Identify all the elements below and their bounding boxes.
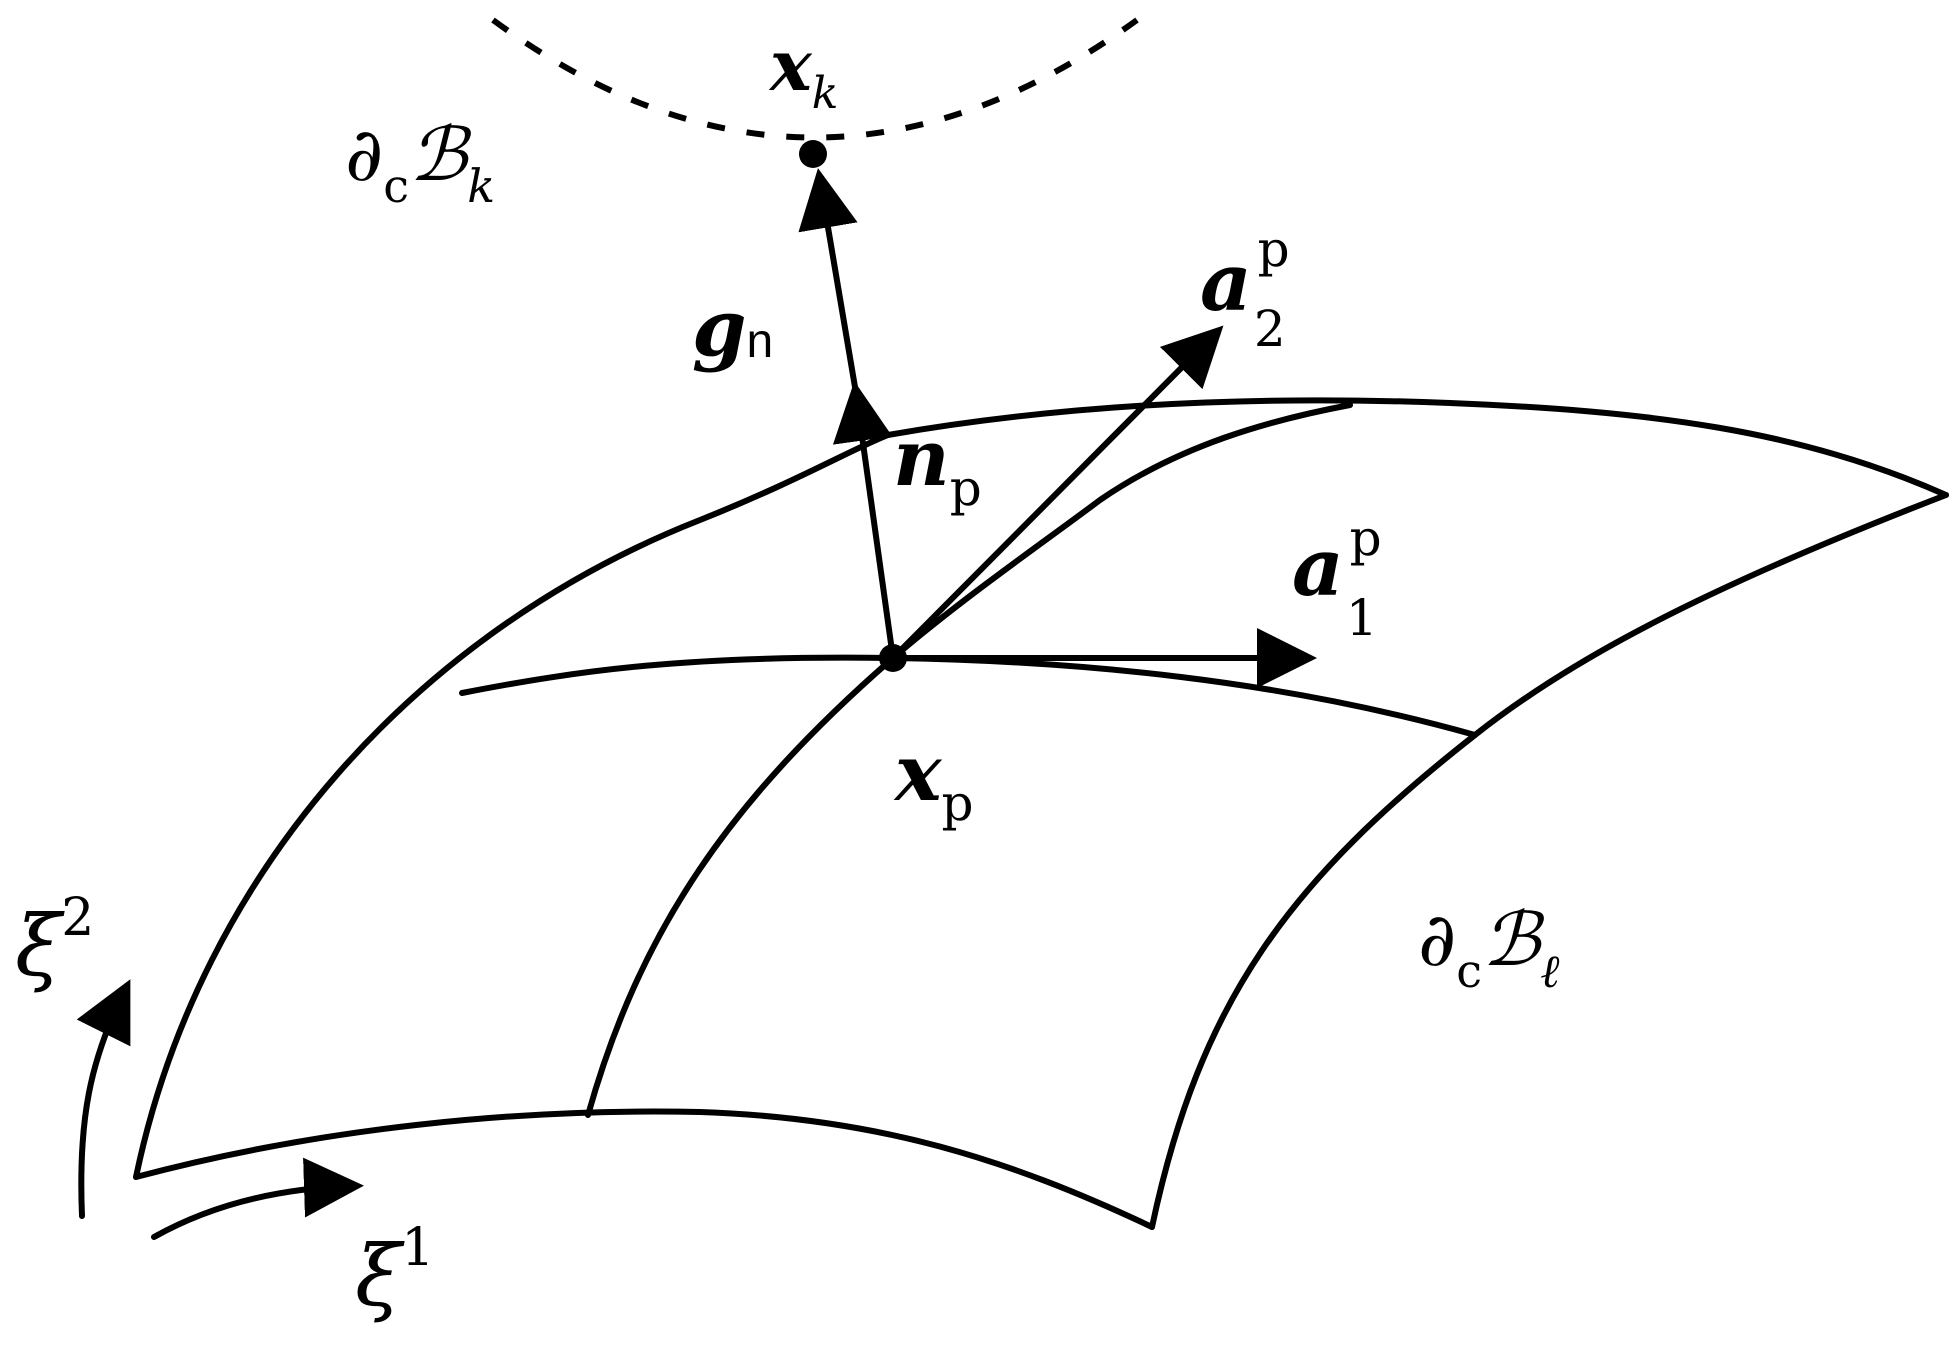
surface-top-edge: [885, 397, 1949, 498]
point-xp-dot: [879, 644, 907, 672]
surface-right-edge: [1149, 492, 1949, 1230]
surface-bottom-edge: [133, 1108, 1155, 1230]
point-xk-label: xk: [768, 24, 838, 119]
coord-xi1-label: ξ1: [355, 1218, 434, 1325]
boundary-k-label: ∂cℬk: [345, 112, 495, 213]
normal-np-vector: [832, 381, 896, 661]
surface-left-edge: [133, 432, 891, 1180]
point-xk-dot: [799, 140, 827, 168]
point-xp-label: xp: [893, 728, 974, 832]
gap-gn-vector: [798, 168, 859, 396]
xi1-direction-arrow: [151, 1157, 364, 1240]
normal-np-label: np: [893, 413, 982, 517]
coord-xi2-label: ξ2: [15, 888, 94, 995]
xi1-coordinate-line: [459, 654, 1478, 738]
tangent-a2-vector: [890, 325, 1224, 661]
xi2-direction-arrow: [76, 979, 131, 1219]
tangent-a1-label: a1p: [1292, 509, 1382, 647]
tangent-a2-label: a2p: [1200, 220, 1290, 358]
gap-gn-label: gn: [692, 283, 773, 374]
boundary-l-label: ∂cℬℓ: [1418, 897, 1560, 998]
xi2-coordinate-line: [585, 402, 1353, 1118]
